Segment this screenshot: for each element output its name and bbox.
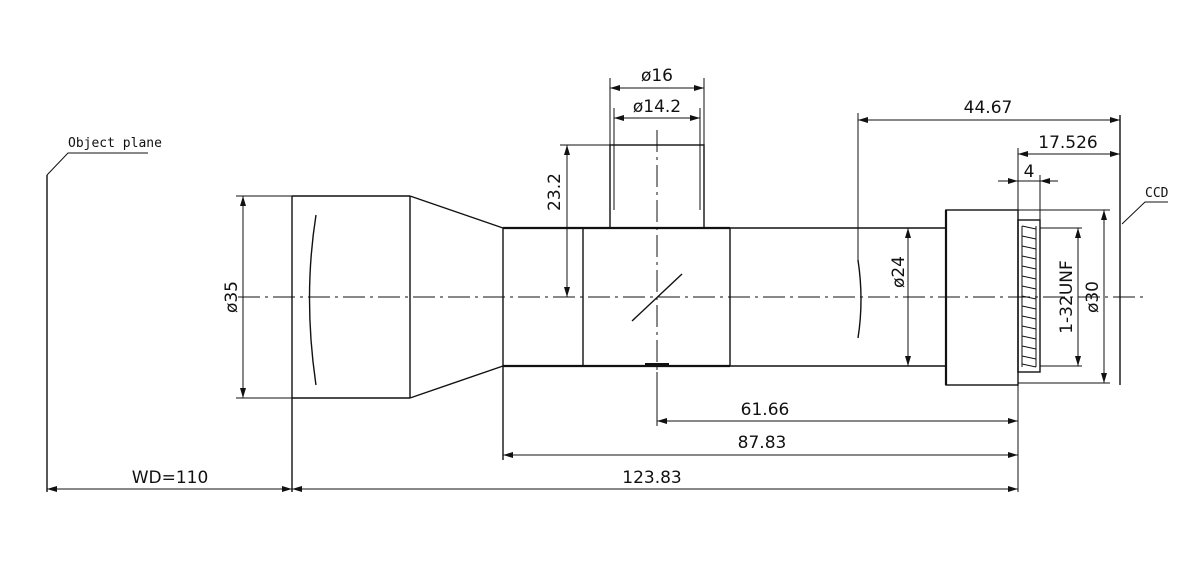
object-plane-leader: [46, 152, 148, 176]
side-port: [609, 144, 705, 229]
rear-lens-curve: [857, 259, 862, 339]
svg-text:44.67: 44.67: [964, 98, 1013, 118]
svg-text:4: 4: [1024, 162, 1035, 182]
dim-diameter-14-2: ø14.2: [613, 97, 701, 210]
svg-text:123.83: 123.83: [622, 468, 681, 488]
dim-diameter-16: ø16: [609, 66, 705, 145]
svg-text:1-32UNF: 1-32UNF: [1057, 260, 1077, 334]
ccd-label: CCD: [1145, 186, 1169, 201]
object-plane-label: Object plane: [68, 136, 162, 151]
dim-61-66: 61.66: [656, 372, 1019, 492]
dim-23-2: 23.2: [545, 144, 610, 297]
svg-text:ø35: ø35: [222, 281, 242, 313]
front-barrel: [291, 195, 411, 492]
svg-text:ø24: ø24: [889, 256, 909, 288]
svg-text:87.83: 87.83: [738, 433, 787, 453]
dim-87-83: 87.83: [503, 433, 1018, 458]
ccd-leader: [1121, 201, 1168, 225]
svg-text:ø14.2: ø14.2: [633, 97, 681, 117]
dim-working-distance: WD=110: [47, 468, 292, 492]
svg-text:WD=110: WD=110: [132, 468, 209, 488]
dim-44-67: 44.67: [857, 98, 1120, 262]
svg-text:23.2: 23.2: [545, 173, 565, 211]
dim-diameter-35: ø35: [222, 195, 292, 399]
dim-thread-1-32unf: 1-32UNF: [1040, 227, 1082, 367]
dim-diameter-30: ø30: [1018, 209, 1110, 384]
dim-4: 4: [998, 162, 1058, 220]
svg-text:17.526: 17.526: [1038, 133, 1097, 153]
svg-text:61.66: 61.66: [741, 400, 790, 420]
beam-splitter-mirror: [631, 273, 683, 322]
dim-diameter-24: ø24: [889, 228, 911, 366]
front-lens-curve: [308, 214, 317, 386]
cone-section: [409, 195, 504, 399]
dim-123-83: 123.83: [292, 468, 1018, 492]
svg-text:ø30: ø30: [1083, 281, 1103, 313]
rear-tube: [730, 227, 946, 367]
svg-text:ø16: ø16: [641, 66, 673, 86]
middle-body: [502, 226, 731, 460]
thread-section: [1017, 219, 1041, 373]
